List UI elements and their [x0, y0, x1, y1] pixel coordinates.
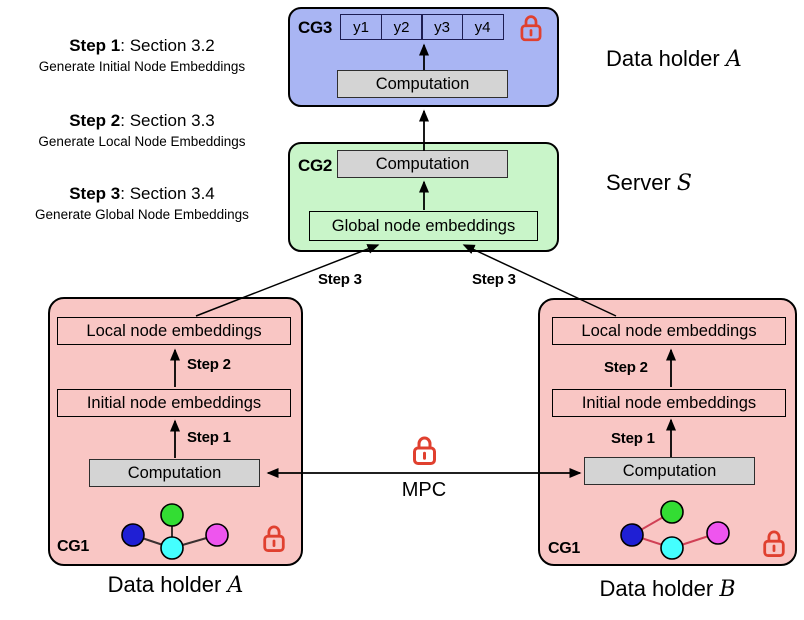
cg3-cell-y2: y2 [380, 14, 423, 40]
mpc-lock-icon [410, 434, 439, 467]
cg3-output-cells: y1 y2 y3 y4 [340, 14, 504, 40]
cg3-computation-box: Computation [337, 70, 508, 98]
cg1-right-tag: CG1 [548, 540, 580, 557]
legend-step-2-title: Step 2: Section 3.3 [10, 111, 274, 131]
lock-icon [261, 523, 287, 554]
data-holder-b-caption: Data holder B [538, 576, 797, 602]
left-step1-label: Step 1 [187, 429, 231, 446]
legend-step-3-title: Step 3: Section 3.4 [10, 184, 274, 204]
data-holder-a-top-symbol: A [725, 47, 742, 72]
cg3-cell-y1: y1 [340, 14, 382, 40]
legend-step-2-desc: Generate Local Node Embeddings [38, 134, 246, 149]
right-local-embeddings-box: Local node embeddings [552, 317, 786, 345]
server-symbol: S [676, 171, 692, 196]
data-holder-b-caption-text: Data holder [599, 576, 714, 601]
legend-step-1-bold: Step 1 [69, 36, 121, 55]
legend-step-3-desc: Generate Global Node Embeddings [35, 207, 249, 222]
data-holder-a-caption: Data holder A [48, 572, 303, 598]
legend-step-2-bold: Step 2 [69, 111, 121, 130]
legend-step-3-section: : Section 3.4 [120, 184, 215, 203]
right-step2-label: Step 2 [604, 359, 648, 376]
legend-step-3: Step 3: Section 3.4 Generate Global Node… [10, 184, 274, 222]
step3-left-label: Step 3 [318, 271, 362, 288]
legend-step-1-desc: Generate Initial Node Embeddings [38, 59, 246, 74]
left-computation-box: Computation [89, 459, 260, 487]
cg3-tag: CG3 [298, 18, 333, 37]
server-text: Server [606, 170, 671, 195]
cg2-box: CG2 Computation Global node embeddings [288, 142, 559, 252]
cg3-cell-y3: y3 [421, 14, 463, 40]
global-node-embeddings-box: Global node embeddings [309, 211, 538, 241]
data-holder-a-top-label: Data holder A [606, 46, 742, 72]
legend-step-1-title: Step 1: Section 3.2 [10, 36, 274, 56]
legend-step-2-section: : Section 3.3 [120, 111, 215, 130]
right-initial-embeddings-box: Initial node embeddings [552, 389, 786, 417]
cg2-tag: CG2 [298, 156, 333, 175]
legend-step-1-section: : Section 3.2 [120, 36, 215, 55]
cg1-left-tag: CG1 [57, 538, 89, 555]
data-holder-a-caption-symbol: A [227, 573, 244, 598]
legend-step-1: Step 1: Section 3.2 Generate Initial Nod… [10, 36, 274, 74]
lock-icon [518, 13, 544, 43]
left-initial-embeddings-box: Initial node embeddings [57, 389, 291, 417]
step3-right-label: Step 3 [472, 271, 516, 288]
cg2-computation-box: Computation [337, 150, 508, 178]
mpc-label: MPC [401, 479, 447, 501]
left-step2-label: Step 2 [187, 356, 231, 373]
cg3-box: CG3 y1 y2 y3 y4 Computation [288, 7, 559, 107]
legend-step-3-bold: Step 3 [69, 184, 121, 203]
cg1-right-box: Local node embeddings Step 2 Initial nod… [538, 298, 797, 566]
data-holder-a-top-text: Data holder [606, 46, 720, 71]
data-holder-b-caption-symbol: B [719, 577, 736, 602]
legend-step-2: Step 2: Section 3.3 Generate Local Node … [10, 111, 274, 149]
cg1-left-box: Local node embeddings Step 2 Initial nod… [48, 297, 303, 566]
left-local-embeddings-box: Local node embeddings [57, 317, 291, 345]
cg3-cell-y4: y4 [461, 14, 504, 40]
lock-icon [761, 528, 787, 559]
right-step1-label: Step 1 [611, 430, 655, 447]
server-label: Server S [606, 170, 692, 196]
data-holder-a-caption-text: Data holder [107, 572, 222, 597]
right-computation-box: Computation [584, 457, 755, 485]
